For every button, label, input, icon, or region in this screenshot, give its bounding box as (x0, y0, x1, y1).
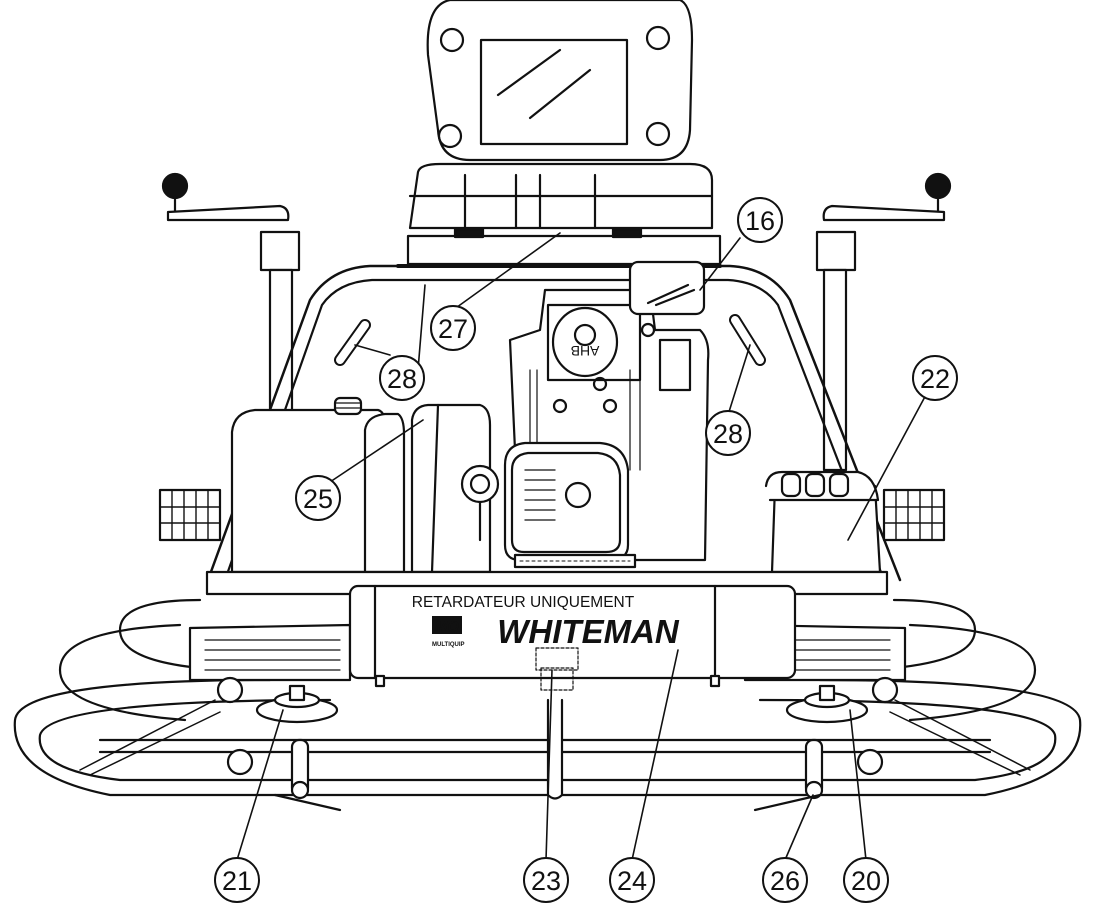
callout-26: 26 (762, 857, 808, 903)
callout-28-right-label: 28 (713, 419, 743, 449)
guard-frame (158, 264, 946, 582)
callout-16-label: 16 (745, 206, 775, 236)
callout-22-label: 22 (920, 364, 950, 394)
engine-mark: AHB (571, 343, 600, 359)
lifting-handles (334, 314, 766, 366)
callout-21-label: 21 (222, 866, 252, 896)
callout-24: 24 (609, 857, 655, 903)
callout-24-label: 24 (617, 866, 647, 896)
logo-subtext: MULTIQUIP (432, 642, 465, 648)
callout-21: 21 (214, 857, 260, 903)
callout-26-label: 26 (770, 866, 800, 896)
panel-warning-text: RETARDATEUR UNIQUEMENT (412, 594, 635, 611)
brand-wordmark: WHITEMAN (497, 613, 680, 650)
callout-23-label: 23 (531, 866, 561, 896)
callout-28-left-label: 28 (387, 364, 417, 394)
callout-27-label: 27 (438, 314, 468, 344)
callout-28-right: 28 (705, 410, 751, 456)
callout-markers: 16 27 28 28 22 25 21 23 24 26 20 (214, 197, 958, 903)
front-panel: MQ MULTIQUIP RETARDATEUR UNIQUEMENT WHIT… (348, 584, 797, 691)
callout-25-label: 25 (303, 484, 333, 514)
callout-28-left: 28 (379, 355, 425, 401)
key-switch-box (764, 470, 882, 574)
callout-25: 25 (295, 475, 341, 521)
callout-20: 20 (843, 857, 889, 903)
callout-20-label: 20 (851, 866, 881, 896)
engine: AHB (460, 260, 710, 569)
operator-seat (406, 0, 722, 266)
callout-22: 22 (912, 355, 958, 401)
callout-27: 27 (430, 305, 476, 351)
callout-23: 23 (523, 857, 569, 903)
leader-lines (236, 232, 936, 861)
logo-mark: MQ (435, 618, 459, 635)
control-levers (161, 172, 952, 472)
callout-16: 16 (737, 197, 783, 243)
battery-box (410, 403, 492, 574)
